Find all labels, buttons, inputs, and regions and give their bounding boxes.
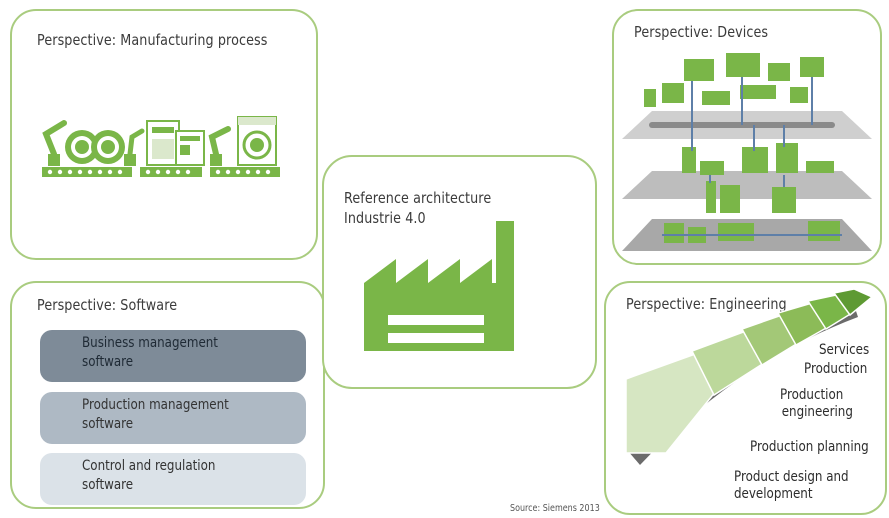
production-management-software-bar: Production management software (40, 392, 306, 444)
bar-line1: Business management (82, 335, 218, 351)
stage-production: Production (804, 361, 868, 377)
stage-production-engineering: Production engineering (780, 387, 853, 420)
software-title: Perspective: Software (37, 296, 178, 314)
chevron-arrow-icon (625, 288, 874, 465)
stage-production-planning: Production planning (750, 439, 869, 455)
engineering-panel: Perspective: Engineering Services Produc… (604, 281, 887, 515)
devices-panel: Perspective: Devices (612, 9, 882, 265)
devices-title: Perspective: Devices (634, 23, 769, 41)
source-note: Source: Siemens 2013 (510, 503, 600, 514)
stage-product-design: Product design and development (734, 469, 849, 502)
bar-line2: software (82, 416, 134, 432)
device-network-icon (622, 53, 872, 251)
center-title: Reference architecture Industrie 4.0 (344, 189, 492, 227)
control-regulation-software-bar: Control and regulation software (40, 453, 306, 505)
stage-services: Services (819, 342, 870, 358)
production-line-icon (42, 116, 280, 177)
bar-line1: Production management (82, 397, 229, 413)
factory-icon (364, 221, 514, 351)
bar-line1: Control and regulation (82, 458, 216, 474)
bar-line2: software (82, 477, 134, 493)
reference-architecture-panel: Reference architecture Industrie 4.0 (322, 155, 597, 389)
business-management-software-bar: Business management software (40, 330, 306, 382)
engineering-title: Perspective: Engineering (626, 295, 787, 313)
manufacturing-panel: Perspective: Manufacturing process (10, 9, 318, 260)
software-panel: Perspective: Software Business managemen… (10, 281, 325, 509)
bar-line2: software (82, 354, 134, 370)
manufacturing-title: Perspective: Manufacturing process (37, 31, 268, 49)
